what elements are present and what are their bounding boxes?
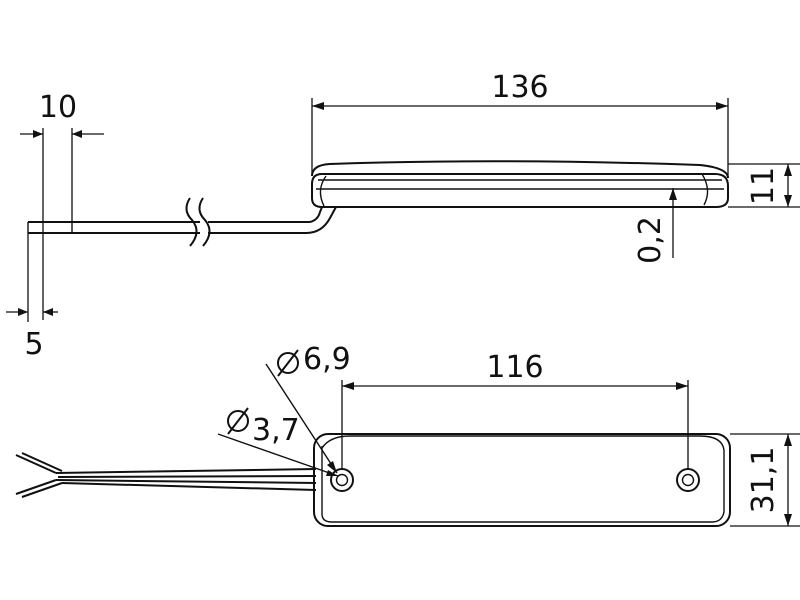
diameter-symbol-icon (227, 407, 249, 435)
dim-label-height: 11 (746, 167, 781, 205)
mounting-hole-left (330, 468, 354, 492)
lamp-body-side (311, 160, 729, 208)
dim-label-hole-diameter-outer: 6,9 (303, 342, 351, 377)
diameter-symbol-icon (277, 349, 299, 377)
dimension-height: 11 (728, 163, 800, 208)
leader-hole-inner (217, 433, 339, 477)
dimension-hole-diameter-outer: 6,9 (277, 342, 351, 377)
lamp-body-top (313, 433, 731, 527)
leader-hole-outer (265, 363, 338, 474)
dim-label-offset: 0,2 (633, 216, 668, 264)
dimension-width: 31,1 (730, 433, 800, 527)
dim-label-cable-strip-inner: 5 (24, 327, 43, 362)
dim-label-cable-strip-outer: 10 (39, 90, 77, 125)
dimension-cable-strip-inner: 5 (6, 233, 58, 362)
cable-break-symbol (185, 197, 211, 247)
dimension-hole-spacing: 116 (341, 350, 689, 469)
top-view: 6,9 3,7 116 31,1 (15, 342, 800, 527)
dim-label-hole-spacing: 116 (486, 350, 543, 385)
cable-top (15, 452, 317, 498)
cable-side (27, 206, 337, 234)
dim-label-length-overall: 136 (491, 70, 548, 105)
dimension-hole-diameter-inner: 3,7 (227, 407, 300, 448)
dim-label-hole-diameter-inner: 3,7 (252, 413, 300, 448)
dimension-offset: 0,2 (633, 188, 677, 264)
side-view: 10 5 136 11 (6, 70, 800, 362)
dimension-length-overall: 136 (311, 70, 729, 178)
dim-label-width: 31,1 (746, 447, 781, 514)
dimension-cable-strip-outer: 10 (20, 90, 104, 320)
mounting-hole-right (676, 468, 700, 492)
